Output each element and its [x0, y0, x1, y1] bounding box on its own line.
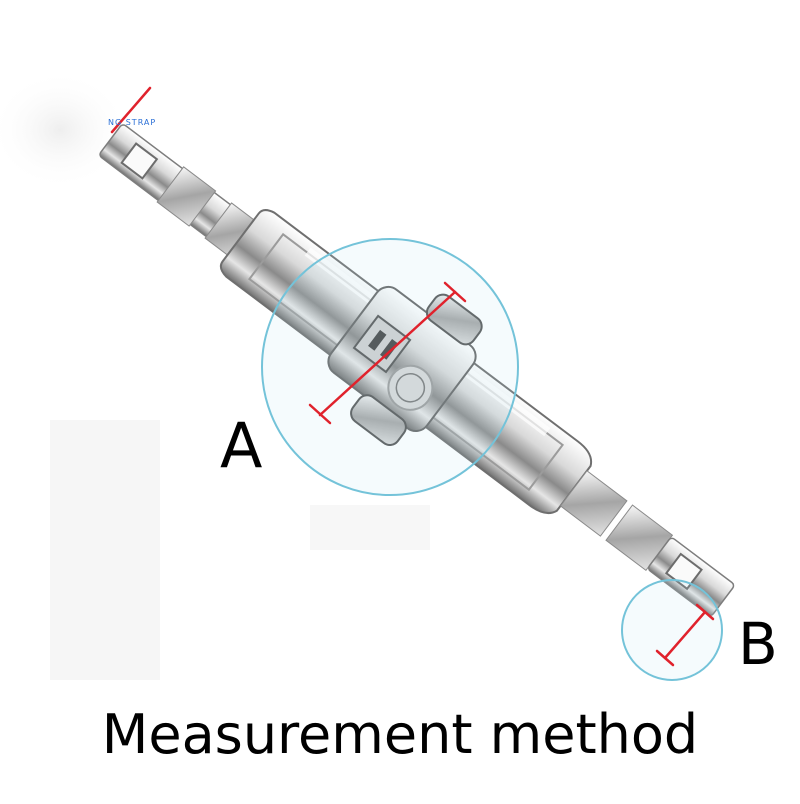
measure-tick-b: [695, 603, 715, 621]
measure-tick-a: [443, 281, 467, 303]
measure-line-b: [663, 610, 707, 660]
measure-tick-b: [655, 649, 675, 667]
bg-shadow-block: [310, 505, 430, 550]
bg-shadow-block: [50, 420, 160, 680]
caption: Measurement method: [101, 703, 699, 766]
watermark-logo: NG STRAP: [108, 118, 157, 127]
measure-line-top: [110, 86, 152, 134]
measure-tick-a: [308, 403, 332, 425]
measure-line-a: [318, 290, 457, 417]
label-a: A: [220, 409, 263, 482]
bg-haze: [0, 70, 130, 190]
detail-circle-a: [261, 238, 519, 496]
label-b: B: [738, 610, 778, 678]
clasp-body: [99, 124, 735, 617]
